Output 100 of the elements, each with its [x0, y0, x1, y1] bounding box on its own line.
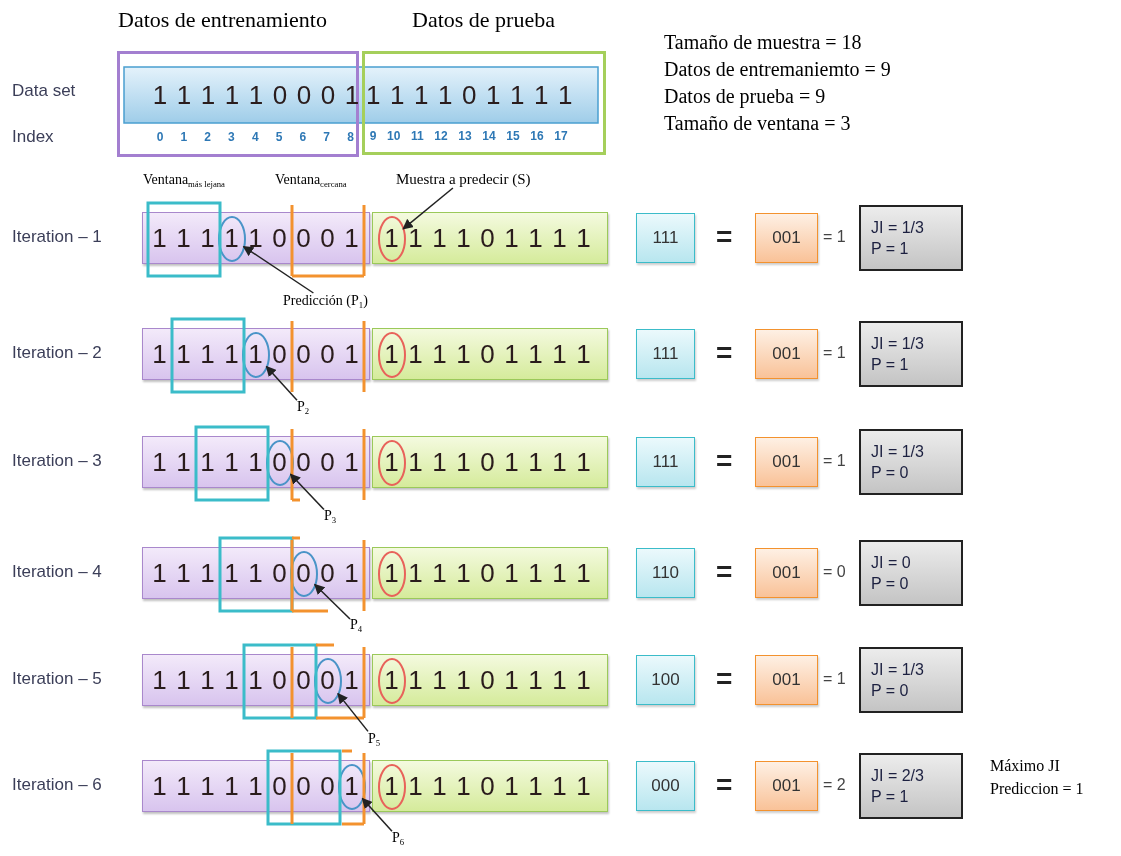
- note-text: Prediccion = 1: [990, 780, 1084, 798]
- annotation-text: Muestra a predecir (S): [396, 171, 531, 188]
- prediction-circle: [288, 549, 319, 598]
- pattern-value: 001: [772, 776, 801, 796]
- window-pattern-box: [755, 213, 818, 263]
- training-bar: [142, 654, 370, 706]
- row-label: Iteration – 5: [12, 669, 102, 689]
- training-bar: [142, 760, 370, 812]
- equals-sign: =: [716, 222, 733, 252]
- prediction-label: P$_{4}$: [350, 617, 363, 633]
- window-pattern-box: [755, 655, 818, 705]
- test-bar: [372, 328, 608, 380]
- pattern-value: 001: [772, 452, 801, 472]
- equals-sign: =: [716, 557, 733, 587]
- match-count: = 0: [823, 563, 846, 581]
- result-text: JI = 1/3: [871, 442, 925, 462]
- digit-sequence: 1 1 1 1 0 1 1 1 1: [366, 80, 573, 110]
- match-count: = 1: [823, 452, 846, 470]
- section-heading: Datos de entrenamiento: [118, 7, 327, 33]
- circled-digit: 1: [224, 222, 239, 253]
- sample-circle: [376, 214, 407, 263]
- digit-sequence: 0 0 0 1: [272, 338, 359, 369]
- arrow: [402, 187, 454, 230]
- window-pattern-box: [636, 437, 695, 487]
- pattern-value: 111: [652, 452, 679, 472]
- test-bar: [372, 436, 608, 488]
- result-text: P = 1: [871, 239, 910, 259]
- prediction-label: P$_{2}$: [297, 399, 310, 415]
- row-label: Iteration – 6: [12, 775, 102, 795]
- arrow: [242, 245, 315, 294]
- result-text: JI = 2/3: [871, 766, 925, 786]
- row-label: Iteration – 1: [12, 227, 102, 247]
- circled-digit: 1: [384, 770, 399, 801]
- match-count: = 1: [823, 228, 846, 246]
- result-text: P = 0: [871, 574, 910, 594]
- window-label: Ventana$_{cercana}$: [275, 172, 347, 188]
- circled-digit: 0: [272, 446, 287, 477]
- digit-sequence: 1: [344, 664, 359, 695]
- arrow: [337, 692, 369, 733]
- prediction-label: P$_{3}$: [324, 508, 337, 524]
- test-bar: [372, 654, 608, 706]
- digit-sequence: 1 1 1 1 1: [152, 446, 263, 477]
- result-text: P = 1: [871, 787, 910, 807]
- note-text: Datos de entremaniemto = 9: [664, 58, 891, 81]
- window-label: Ventana$_{más lejana}$: [143, 172, 225, 188]
- window-pattern-box: [636, 655, 695, 705]
- equals-sign: =: [716, 770, 733, 800]
- row-label: Iteration – 2: [12, 343, 102, 363]
- test-bar: [372, 212, 608, 264]
- equals-sign: =: [716, 664, 733, 694]
- result-box: [859, 647, 963, 713]
- circled-digit: 0: [320, 664, 335, 695]
- result-text: P = 0: [871, 681, 910, 701]
- row-label: Iteration – 4: [12, 562, 102, 582]
- prediction-circle: [312, 656, 343, 705]
- pattern-value: 110: [651, 563, 680, 583]
- digit-sequence: 1 1 1 1 1 0 0 0 1: [152, 80, 360, 110]
- training-bar: [142, 212, 370, 264]
- digit-sequence: 1 1 1 0 1 1 1 1: [408, 446, 591, 477]
- digit-sequence: 1 0 0 0 1: [248, 222, 359, 253]
- result-box: [859, 321, 963, 387]
- prediction-label: P$_{5}$: [368, 731, 381, 747]
- arrow: [361, 797, 393, 833]
- circled-digit: 1: [248, 338, 263, 369]
- window-pattern-box: [755, 761, 818, 811]
- match-count: = 1: [823, 670, 846, 688]
- training-bar: [142, 436, 370, 488]
- prediction-circle: [216, 214, 247, 263]
- pattern-value: 001: [772, 228, 801, 248]
- section-heading: Datos de prueba: [412, 7, 555, 33]
- sample-circle: [376, 438, 407, 487]
- prediction-label: Predicción (P$_{1}$): [283, 293, 368, 309]
- pattern-value: 111: [652, 228, 679, 248]
- window-pattern-box: [636, 329, 695, 379]
- arrow: [314, 583, 351, 620]
- digit-sequence: 0 0 1: [296, 446, 359, 477]
- prediction-label: P$_{6}$: [392, 830, 405, 846]
- digit-sequence: 1 1 1 0 1 1 1 1: [408, 557, 591, 588]
- circled-digit: 1: [384, 664, 399, 695]
- row-label: Iteration – 3: [12, 451, 102, 471]
- training-bar: [142, 328, 370, 380]
- result-text: JI = 1/3: [871, 218, 925, 238]
- window-pattern-box: [636, 213, 695, 263]
- row-label: Index: [12, 127, 54, 147]
- digit-sequence: 1 1 1 1: [152, 338, 239, 369]
- note-text: Tamaño de muestra = 18: [664, 31, 862, 54]
- digit-sequence: 1 1 1 1 1 0 0: [152, 664, 311, 695]
- equals-sign: =: [716, 338, 733, 368]
- digit-sequence: 1 1 1 0 1 1 1 1: [408, 338, 591, 369]
- result-text: JI = 0: [871, 553, 912, 573]
- note-text: Tamaño de ventana = 3: [664, 112, 851, 135]
- arrow: [289, 473, 325, 511]
- digit-sequence: 1 1 1 0 1 1 1 1: [408, 222, 591, 253]
- window-pattern-box: [755, 437, 818, 487]
- circled-digit: 1: [384, 222, 399, 253]
- result-text: JI = 1/3: [871, 660, 925, 680]
- index-numbers: 0 1 2 3 4 5 6 7 8: [156, 130, 354, 144]
- result-text: JI = 1/3: [871, 334, 925, 354]
- sample-circle: [376, 549, 407, 598]
- result-box: [859, 429, 963, 495]
